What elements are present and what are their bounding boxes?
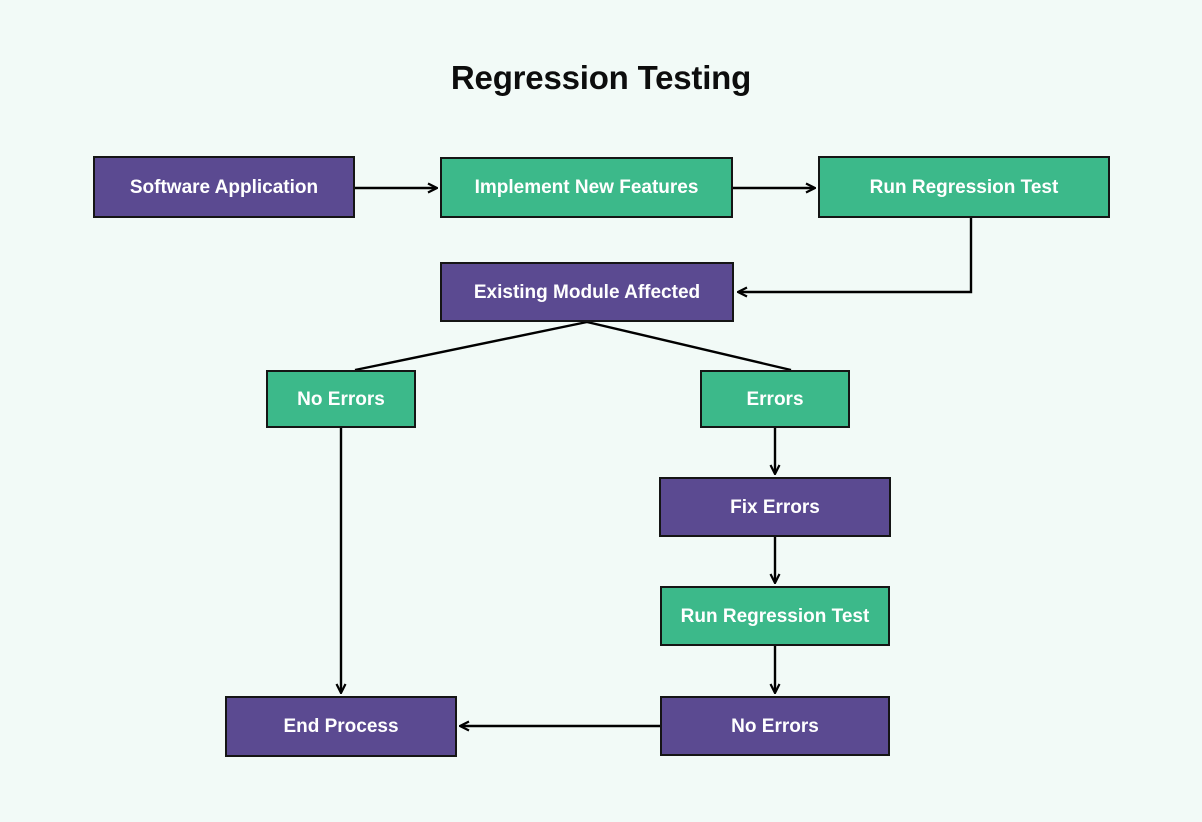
edge-existing-module-affected-to-no-errors — [354, 320, 588, 372]
page-title: Regression Testing — [450, 59, 752, 96]
node-label: Existing Module Affected — [473, 281, 701, 303]
node-no-errors-2[interactable]: No Errors — [660, 696, 890, 756]
node-run-regression-test-2[interactable]: Run Regression Test — [660, 586, 890, 646]
node-fix-errors[interactable]: Fix Errors — [659, 477, 891, 537]
edge-run-regression-test-to-existing-module-affected — [739, 218, 973, 292]
node-software-application[interactable]: Software Application — [93, 156, 355, 218]
node-label: No Errors — [297, 388, 385, 410]
node-existing-module-affected[interactable]: Existing Module Affected — [440, 262, 734, 322]
node-label: Run Regression Test — [869, 176, 1059, 198]
node-label: Implement New Features — [474, 177, 699, 198]
node-label: Errors — [746, 388, 804, 410]
node-run-regression-test-1[interactable]: Run Regression Test — [818, 156, 1110, 218]
node-end-process[interactable]: End Process — [225, 696, 457, 757]
node-label: Fix Errors — [730, 496, 820, 518]
node-implement-new-features[interactable]: Implement New Features — [440, 157, 733, 218]
node-errors[interactable]: Errors — [700, 370, 850, 428]
node-label: Software Application — [129, 176, 319, 198]
edge-existing-module-affected-to-errors — [586, 320, 792, 372]
node-label: No Errors — [731, 715, 819, 737]
node-label: End Process — [283, 716, 399, 737]
node-no-errors-1[interactable]: No Errors — [266, 370, 416, 428]
node-label: Run Regression Test — [680, 605, 870, 627]
